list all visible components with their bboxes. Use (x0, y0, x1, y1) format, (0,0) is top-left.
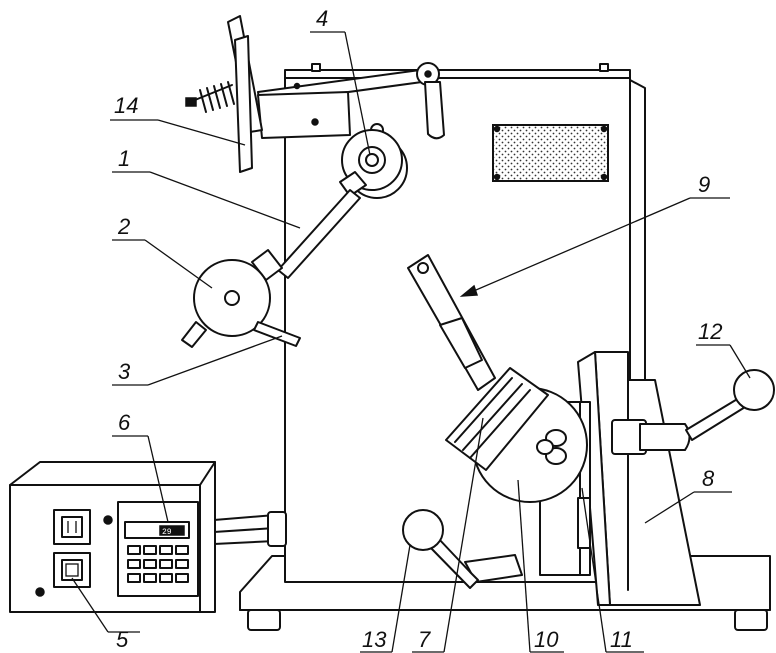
callout-9: 9 (698, 172, 710, 197)
handle-lower (402, 509, 523, 589)
callout-6: 6 (118, 410, 131, 435)
callout-4: 4 (316, 6, 328, 31)
handle-knob-lower (402, 509, 444, 551)
callout-7: 7 (418, 627, 431, 652)
control-unit: 29 (9, 461, 216, 613)
clamp-head (407, 254, 591, 576)
arm-assembly (181, 129, 408, 348)
callout-3: 3 (118, 359, 131, 384)
callout-10: 10 (534, 627, 559, 652)
spring (185, 81, 235, 113)
cable-bundle (213, 511, 287, 547)
callout-13: 13 (362, 627, 387, 652)
handle-knob-right (733, 369, 775, 411)
clamp-jaw (445, 367, 549, 471)
callout-14: 14 (114, 93, 138, 118)
callout-1: 1 (118, 146, 130, 171)
tensioner-assembly (185, 15, 445, 173)
leader-lines (71, 31, 751, 653)
callout-12: 12 (698, 319, 722, 344)
display-reading: 29 (162, 528, 172, 537)
callout-11: 11 (610, 627, 633, 652)
callout-8: 8 (702, 466, 715, 491)
arm-rod (277, 189, 361, 279)
callout-labels: 14 1 2 3 4 6 5 9 12 8 13 7 10 11 (114, 6, 722, 652)
ventilation-grille (492, 124, 609, 182)
keypad (127, 545, 189, 583)
callout-5: 5 (116, 627, 129, 652)
callout-2: 2 (117, 214, 130, 239)
